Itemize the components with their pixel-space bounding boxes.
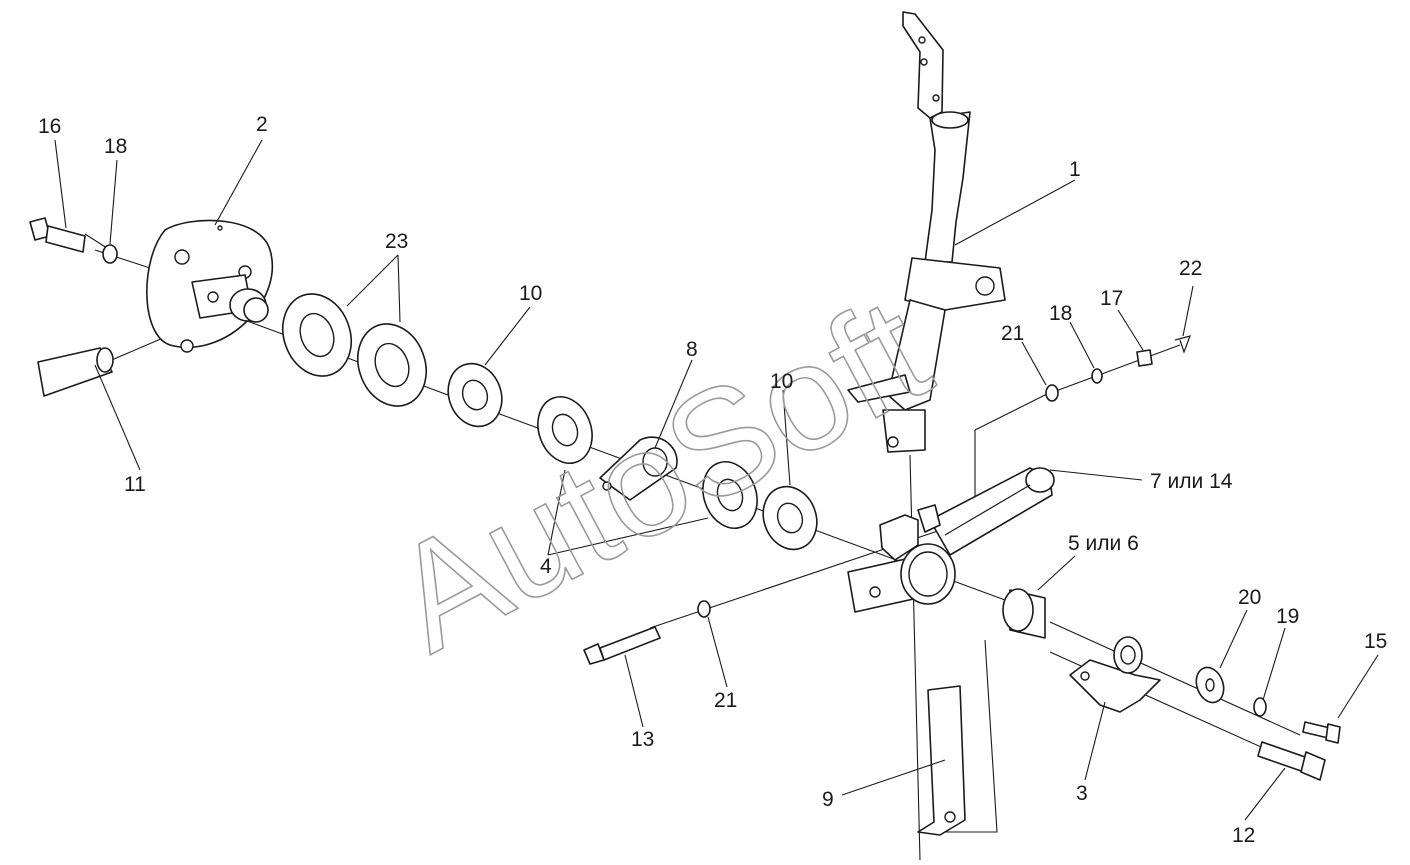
washer-part-21-lower [697, 600, 711, 618]
callout-20: 20 [1238, 586, 1261, 609]
pin-part-11 [37, 347, 114, 397]
callout-11: 11 [124, 473, 146, 496]
callout-21-upper: 21 [1001, 322, 1024, 345]
bolt-part-13 [583, 626, 661, 665]
nut-part-17 [1136, 349, 1153, 367]
callout-3: 3 [1076, 782, 1088, 805]
washer-part-10 [447, 362, 818, 551]
washer-part-19 [1253, 697, 1267, 717]
callout-9: 9 [822, 788, 834, 811]
callout-7-or-14: 7 или 14 [1150, 470, 1233, 493]
callout-22: 22 [1179, 257, 1202, 280]
leader-lines [54, 139, 1379, 821]
callout-18-right: 18 [1049, 302, 1072, 325]
callout-17: 17 [1100, 287, 1123, 310]
watermark: AutoSoft [366, 265, 953, 683]
callout-10-right: 10 [770, 370, 793, 393]
callout-23: 23 [385, 230, 408, 253]
callout-5-or-6: 5 или 6 [1068, 532, 1139, 555]
callout-4: 4 [540, 555, 552, 578]
washer-part-4 [537, 396, 758, 529]
callout-labels: 16 18 2 23 10 11 8 10 4 1 22 17 18 21 7 … [38, 113, 1387, 847]
bolt-part-12 [1257, 741, 1326, 781]
lever-arm-part-7-or-14 [929, 467, 1055, 556]
cotter-pin-part-22 [1174, 335, 1191, 354]
washer-part-18-right [1091, 368, 1103, 384]
pedal-lever-part-1 [847, 11, 1006, 453]
upper-right-axis [974, 344, 1181, 431]
rod-bracket-part-9 [917, 685, 966, 836]
washer-part-18 [102, 244, 118, 264]
washer-part-20 [1195, 666, 1225, 704]
callout-12: 12 [1232, 824, 1255, 847]
washer-part-21-upper [1045, 384, 1059, 402]
bushing-part-5-or-6 [1002, 588, 1046, 639]
callout-2: 2 [256, 113, 268, 136]
bolt-part-15 [1302, 721, 1341, 744]
callout-19: 19 [1276, 605, 1299, 628]
callout-8: 8 [686, 338, 698, 361]
callout-10-left: 10 [519, 282, 542, 305]
bolt-part-16 [29, 217, 86, 253]
callout-16: 16 [38, 115, 61, 138]
central-housing [847, 504, 956, 613]
callout-13: 13 [631, 728, 654, 751]
shim-part-23 [282, 293, 427, 407]
callout-21-lower: 21 [714, 689, 737, 712]
flange-plate-part-2 [146, 219, 273, 353]
callout-1: 1 [1069, 158, 1081, 181]
link-plate-part-8 [599, 436, 678, 501]
bracket-part-3 [1069, 636, 1161, 713]
callout-18-left: 18 [104, 135, 127, 158]
callout-15: 15 [1364, 630, 1387, 653]
